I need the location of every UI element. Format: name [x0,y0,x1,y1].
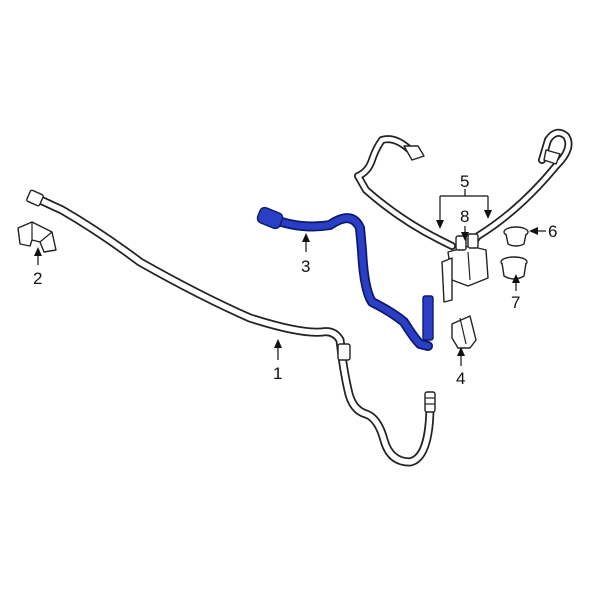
callout-6: 6 [548,222,557,241]
part-4-clip[interactable] [451,315,477,349]
callout-2: 2 [33,269,42,288]
callout-5: 5 [460,172,469,191]
part-6-grommet[interactable] [503,226,529,247]
callout-1: 1 [273,364,282,383]
part-7-plug[interactable] [500,256,528,280]
callout-8: 8 [460,207,469,226]
leader-lines [34,189,546,366]
part-5-return-line[interactable] [354,128,573,250]
callout-7: 7 [511,293,520,312]
part-1-cooler-line[interactable] [26,189,436,467]
part-2-clip[interactable] [17,221,57,253]
callout-4: 4 [456,369,465,388]
part-3-hose-highlight[interactable] [256,206,434,351]
callout-3: 3 [301,257,310,276]
part-8-bracket[interactable] [441,233,489,303]
callout-labels: 1 2 3 4 5 6 7 8 [33,172,557,388]
